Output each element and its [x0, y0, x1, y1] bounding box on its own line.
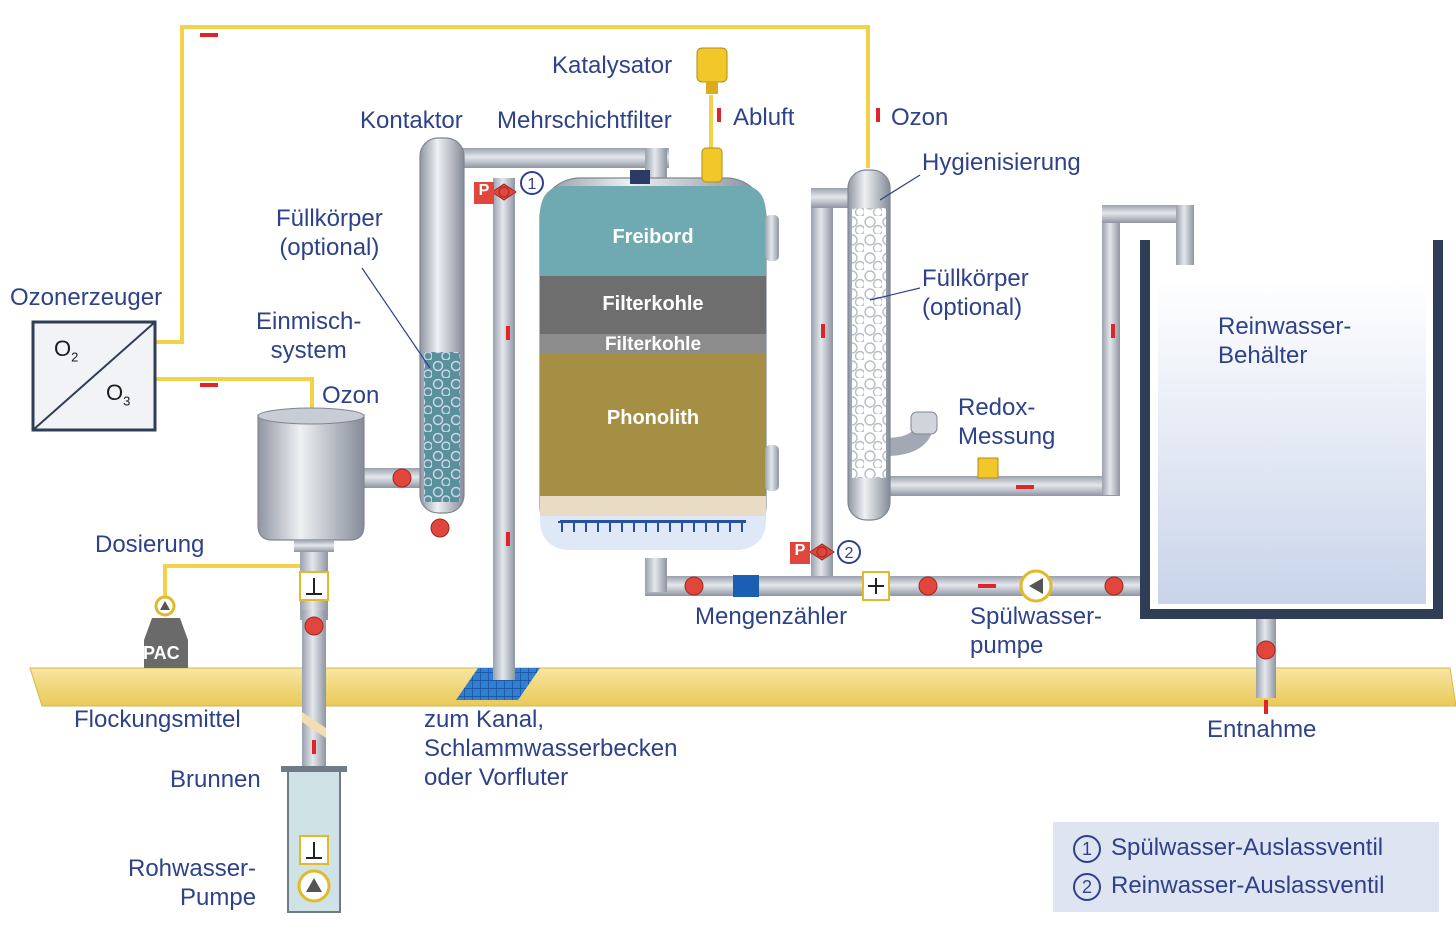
filter-nozzle: [690, 521, 698, 532]
valve-marker-1: 1: [527, 176, 537, 193]
mixing-tank: [257, 407, 365, 552]
pressure-p-2: P: [794, 542, 806, 559]
o3-subscript: 3: [123, 393, 131, 409]
filter-nozzle: [702, 521, 710, 532]
o2-subscript: 2: [71, 349, 79, 365]
label-katalysator: Katalysator: [552, 52, 673, 79]
legend-marker-1: 1: [1073, 834, 1101, 863]
filter-nozzles: [558, 521, 746, 532]
layer-filterkohle-2: Filterkohle: [604, 334, 702, 355]
legend-item-1: 1 Spülwasser-Auslassventil: [1073, 834, 1383, 863]
multi-layer-filter: [539, 170, 779, 550]
label-fuellkoerper-right: Füllkörper (optional): [922, 265, 1029, 321]
filter-nozzle: [606, 521, 614, 532]
catalyst-unit: [696, 47, 728, 183]
redox-sensor: [910, 411, 999, 479]
filter-nozzle: [654, 521, 662, 532]
legend-box: 1 Spülwasser-Auslassventil 2 Reinwasser-Au…: [1053, 822, 1439, 912]
label-entnahme: Entnahme: [1207, 716, 1317, 743]
filter-nozzle: [618, 521, 626, 532]
drain-grate: [456, 668, 540, 700]
filter-nozzle: [570, 521, 578, 532]
legend-marker-2: 2: [1073, 872, 1101, 901]
contactor-column: [419, 137, 465, 514]
label-ozon-mid: Ozon: [322, 382, 380, 409]
o3-label: O3: [106, 380, 131, 409]
label-kontaktor: Kontaktor: [360, 107, 463, 134]
label-flockungsmittel: Flockungsmittel: [74, 706, 241, 733]
label-dosierung: Dosierung: [95, 531, 205, 558]
label-abluft: Abluft: [733, 104, 795, 131]
label-mengenzaehler: Mengenzähler: [695, 603, 848, 630]
label-fuellkoerper-left: Füllkörper (optional): [276, 205, 383, 261]
label-einmischsystem: Einmisch- system: [256, 308, 362, 364]
ground-strip: [29, 667, 1456, 707]
label-mehrschichtfilter: Mehrschichtfilter: [497, 107, 672, 134]
layer-filterkohle-1: Filterkohle: [602, 293, 704, 315]
layer-freibord: Freibord: [612, 226, 694, 248]
filter-nozzle: [738, 521, 746, 532]
valve-marker-circles: [520, 171, 861, 564]
legend-item-2: 2 Reinwasser-Auslassventil: [1073, 872, 1384, 901]
pure-water-tank: [1140, 240, 1443, 619]
filter-nozzle: [678, 521, 686, 532]
layer-phonolith: Phonolith: [606, 407, 700, 429]
o2-label: O2: [54, 336, 79, 365]
label-brunnen: Brunnen: [170, 766, 261, 793]
label-ozon-top: Ozon: [891, 104, 949, 131]
label-spuelwasserpumpe: Spülwasser- pumpe: [970, 603, 1103, 659]
filter-nozzle: [630, 521, 638, 532]
filter-nozzle: [666, 521, 674, 532]
filter-nozzle: [726, 521, 734, 532]
label-redox-messung: Redox- Messung: [958, 394, 1056, 450]
label-hygienisierung: Hygienisierung: [922, 149, 1081, 176]
label-ozonerzeuger: Ozonerzeuger: [10, 284, 163, 311]
flow-meter: [733, 575, 759, 597]
label-reinwasser-behaelter: Reinwasser- Behälter: [1218, 313, 1352, 369]
valves: [304, 183, 1276, 660]
legend-text-2: Reinwasser-Auslassventil: [1111, 872, 1385, 899]
filter-nozzle: [714, 521, 722, 532]
label-zum-kanal: zum Kanal, Schlammwasserbecken oder Vorf…: [424, 706, 678, 791]
pressure-gauges: [474, 182, 810, 564]
ozone-generator: [31, 320, 157, 432]
pac-label: PAC: [143, 643, 180, 663]
hygienisation-column: [847, 169, 891, 521]
filter-nozzle: [642, 521, 650, 532]
pac-container: [144, 618, 188, 668]
leader-lines: [361, 174, 921, 369]
pressure-p-1: P: [478, 182, 490, 199]
filter-nozzle: [594, 521, 602, 532]
label-rohwasser-pumpe: Rohwasser- Pumpe: [128, 855, 257, 911]
filter-nozzle: [558, 521, 566, 532]
filter-nozzle: [582, 521, 590, 532]
valve-marker-2: 2: [844, 545, 854, 562]
legend-text-1: Spülwasser-Auslassventil: [1111, 834, 1384, 861]
ozone-lines: [156, 25, 870, 598]
flow-arrows: [200, 33, 1268, 754]
